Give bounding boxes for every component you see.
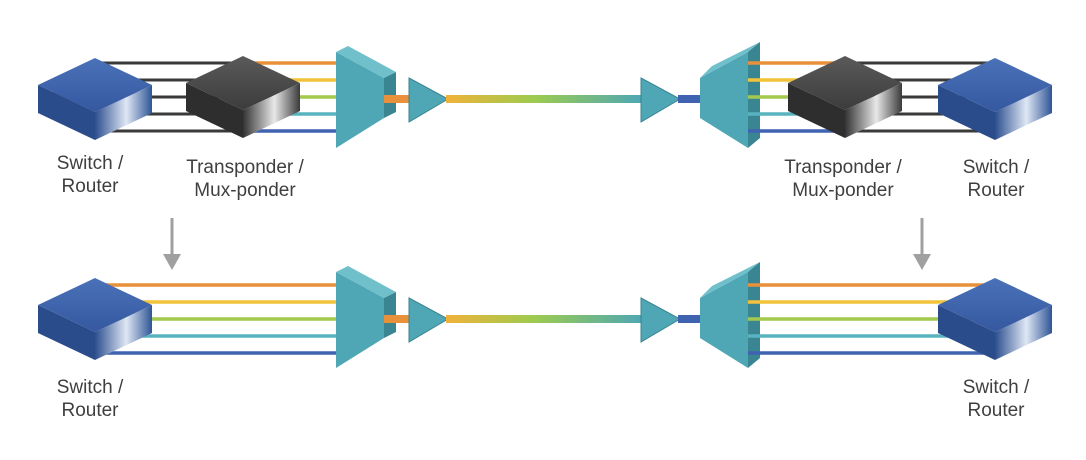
label-line: Router [967, 180, 1025, 201]
top-left-transponder-label: Transponder / Mux-ponder [165, 156, 325, 202]
top-row [38, 42, 1052, 148]
right-arrow-down-icon [913, 218, 931, 270]
label-line: Router [61, 400, 119, 421]
top-right-switch-label: Switch / Router [946, 156, 1046, 202]
label-line: Mux-ponder [792, 180, 894, 201]
bottom-left-mux-icon [336, 266, 396, 368]
top-fiber-blue-segment [678, 95, 704, 103]
label-line: Switch / [56, 153, 124, 174]
top-fiber-span [446, 95, 642, 103]
bottom-left-switch-label: Switch / Router [40, 376, 140, 422]
top-left-transponder-icon [186, 56, 300, 138]
bottom-fiber-orange-segment [384, 315, 412, 323]
bottom-fiber-span [446, 315, 642, 323]
label-line: Switch / [962, 377, 1030, 398]
bottom-fiber-blue-segment [678, 315, 704, 323]
top-left-switch-label: Switch / Router [40, 152, 140, 198]
bottom-left-amplifier-icon [408, 297, 450, 343]
bottom-left-router-icon [38, 278, 152, 360]
left-arrow-down-icon [163, 218, 181, 270]
label-line: Transponder / [186, 157, 304, 178]
top-left-amplifier-icon [408, 77, 450, 123]
label-line: Mux-ponder [194, 180, 296, 201]
bottom-right-switch-label: Switch / Router [946, 376, 1046, 422]
label-line: Switch / [962, 157, 1030, 178]
bottom-right-amplifier-icon [640, 297, 682, 343]
label-line: Router [967, 400, 1025, 421]
top-right-amplifier-icon [640, 77, 682, 123]
top-right-demux-icon [700, 42, 760, 148]
label-line: Transponder / [784, 157, 902, 178]
top-fiber-orange-segment [384, 95, 412, 103]
bottom-row [38, 262, 1052, 368]
top-right-transponder-label: Transponder / Mux-ponder [763, 156, 923, 202]
top-left-router-icon [38, 58, 152, 140]
top-right-router-icon [938, 58, 1052, 140]
label-line: Router [61, 176, 119, 197]
bottom-right-demux-icon [700, 262, 760, 368]
bottom-right-router-icon [938, 278, 1052, 360]
label-line: Switch / [56, 377, 124, 398]
top-right-transponder-icon [788, 56, 902, 138]
